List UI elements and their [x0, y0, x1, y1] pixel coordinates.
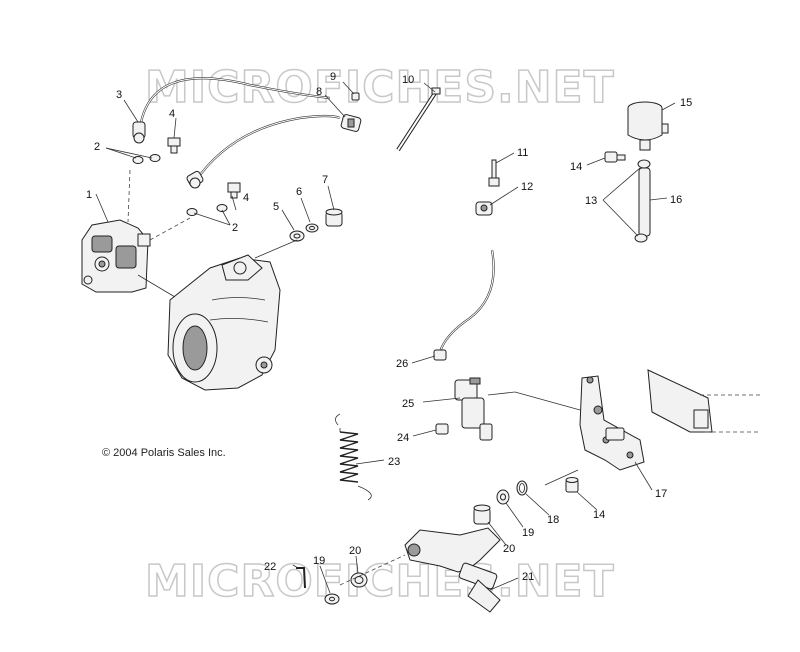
callout-17: 17: [655, 488, 667, 500]
leader-lines: [95, 81, 676, 594]
banjo-fitting-mid: [186, 170, 204, 189]
callout-26: 26: [396, 358, 408, 370]
cotter-pin-22: [296, 567, 306, 589]
spring-23: [335, 413, 372, 501]
rear-housing: [167, 254, 281, 391]
bushing-7: [325, 208, 343, 227]
callout-16: 16: [670, 194, 682, 206]
callout-5: 5: [273, 201, 279, 213]
caliper-1: [81, 219, 151, 293]
washer-19-left: [324, 593, 340, 605]
callout-12: 12: [521, 181, 533, 193]
callout-2-top: 2: [94, 141, 100, 153]
callout-4-top: 4: [169, 108, 175, 120]
washer-6: [305, 223, 319, 233]
fitting-14-top: [604, 151, 626, 163]
nut-24: [435, 423, 449, 435]
washer-19-right: [496, 489, 510, 505]
callout-15: 15: [680, 97, 692, 109]
callout-8: 8: [316, 86, 322, 98]
master-cylinder-25: [454, 377, 493, 441]
washers-2-mid: [186, 204, 228, 216]
brake-line-upper: [138, 77, 341, 183]
washer-5: [289, 230, 305, 242]
callout-4-mid: 4: [243, 192, 249, 204]
bushing-20-left: [350, 572, 368, 588]
callout-3: 3: [116, 89, 122, 101]
callout-19-right: 19: [522, 527, 534, 539]
bushing-20-upper: [473, 504, 491, 525]
bolt-4-top: [167, 137, 181, 154]
callout-25: 25: [402, 398, 414, 410]
callout-22: 22: [264, 561, 276, 573]
washers-2-top: [132, 154, 161, 164]
callout-18: 18: [547, 514, 559, 526]
callout-20-right: 20: [503, 543, 515, 555]
copyright-text: © 2004 Polaris Sales Inc.: [102, 447, 226, 459]
watermark-top: MICROFICHES.NET: [145, 62, 615, 113]
hose-16: [638, 167, 651, 237]
callout-11: 11: [517, 147, 528, 159]
callout-13: 13: [585, 195, 597, 207]
callout-20-left: 20: [349, 545, 361, 557]
callout-1: 1: [86, 189, 92, 201]
nut-14-lower: [565, 477, 579, 493]
callout-14-top: 14: [570, 161, 582, 173]
callout-19-left: 19: [313, 555, 325, 567]
pin-11: [488, 159, 500, 187]
clip-12: [475, 201, 493, 216]
bolt-4-mid: [227, 182, 241, 199]
callout-labels: 3 4 2 1 4 2 5 6 7 8 9 10 11 12 15 14 13 …: [86, 71, 692, 583]
rod-10: [396, 87, 441, 152]
callout-7: 7: [322, 174, 328, 186]
callout-24: 24: [397, 432, 409, 444]
mounting-plate-17: [579, 375, 645, 471]
callout-2-mid: 2: [232, 222, 238, 234]
callout-21: 21: [522, 571, 534, 583]
frame-section: [647, 369, 760, 433]
clip-8: [340, 114, 362, 132]
callout-14-lower: 14: [593, 509, 605, 521]
callout-10: 10: [402, 74, 414, 86]
callout-6: 6: [296, 186, 302, 198]
reservoir-15: [627, 101, 669, 151]
watermark-bottom: MICROFICHES.NET: [145, 556, 615, 607]
callout-9: 9: [330, 71, 336, 83]
brake-cable-26: [433, 249, 495, 361]
screw-9: [351, 92, 360, 101]
banjo-fitting-3: [132, 121, 146, 144]
brake-pedal-21: [404, 527, 501, 613]
callout-23: 23: [388, 456, 400, 468]
circlip-18: [516, 480, 528, 496]
